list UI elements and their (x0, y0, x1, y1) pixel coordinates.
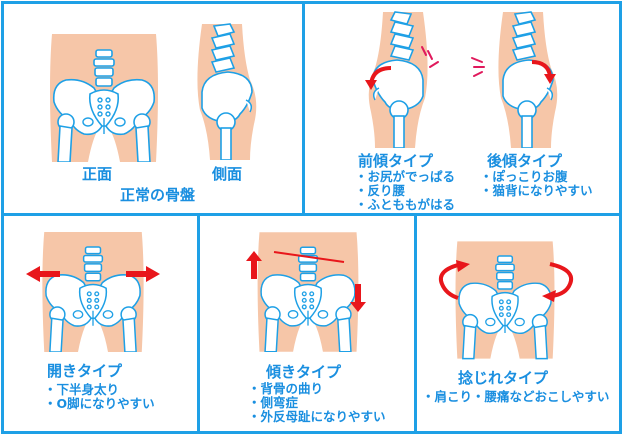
posterior-tilt-bullets: ・ぽっこりお腹 ・猫背になりやすい (480, 170, 593, 198)
open-type-bullets: ・下半身太り ・O脚になりやすい (44, 383, 155, 411)
anterior-tilt-bullets: ・お尻がでっぱる ・反り腰 ・ふとももがはる (355, 170, 455, 212)
bullet-item: ・外反母趾になりやすい (248, 409, 386, 424)
twisted-type-bullets: ・肩こり・腰痛などおこしやすい (422, 390, 609, 404)
down-arrow-icon (350, 284, 366, 312)
bullet-item: ・お尻がでっぱる (355, 169, 456, 184)
front-label: 正面 (82, 165, 113, 183)
tilt-line-icon (273, 251, 345, 263)
anterior-tilt-title: 前傾タイプ (358, 152, 434, 170)
emphasis-marks-icon (471, 57, 485, 77)
up-arrow-icon (246, 251, 262, 279)
twisted-type-title: 捻じれタイプ (458, 369, 549, 387)
side-label: 側面 (212, 165, 243, 183)
bullet-item: ・反り腰 (355, 183, 406, 198)
bullet-item: ・O脚になりやすい (44, 396, 155, 411)
open-type-title: 開きタイプ (47, 362, 123, 380)
bullet-item: ・背骨の曲り (248, 381, 324, 396)
bottom-divider-right (414, 213, 417, 431)
curved-tilt-arrow-icon (531, 60, 556, 84)
horizontal-outward-arrows-icon (26, 266, 160, 282)
bullet-item: ・肩こり・腰痛などおこしやすい (422, 389, 610, 404)
middle-divider (1, 213, 619, 216)
tilted-type-title: 傾きタイプ (266, 363, 342, 381)
bullet-item: ・側弯症 (248, 395, 299, 410)
pelvis-front-illustration-icon (41, 232, 145, 352)
bullet-item: ・猫背になりやすい (480, 183, 593, 198)
bullet-item: ・ふとももがはる (355, 197, 456, 212)
bottom-divider-left (197, 213, 200, 431)
pelvis-side-illustration-icon (196, 23, 258, 160)
bullet-item: ・下半身太り (44, 382, 120, 397)
pelvis-front-illustration-icon (49, 33, 159, 162)
posterior-tilt-title: 後傾タイプ (487, 152, 563, 170)
curved-tilt-arrow-icon (365, 66, 392, 90)
tilted-type-bullets: ・背骨の曲り ・側弯症 ・外反母趾になりやすい (248, 382, 386, 424)
bullet-item: ・ぽっこりお腹 (480, 169, 568, 184)
curved-rotation-arrows-icon (439, 260, 573, 302)
normal-pelvis-title: 正常の骨盤 (120, 186, 196, 204)
top-divider (302, 1, 305, 215)
emphasis-marks-icon (421, 46, 439, 68)
